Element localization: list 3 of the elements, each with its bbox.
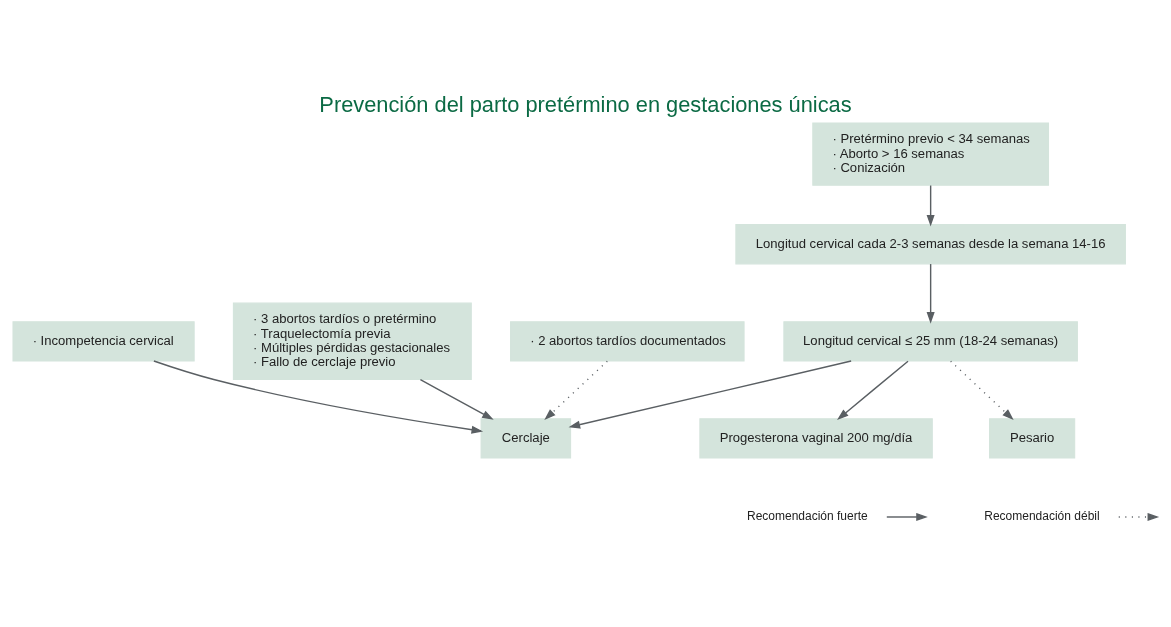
diagram-title: Prevención del parto pretérmino en gestaciones únicas	[319, 92, 852, 118]
legend-label: Recomendación débil	[984, 509, 1100, 524]
legend-label: Recomendación fuerte	[746, 509, 868, 524]
